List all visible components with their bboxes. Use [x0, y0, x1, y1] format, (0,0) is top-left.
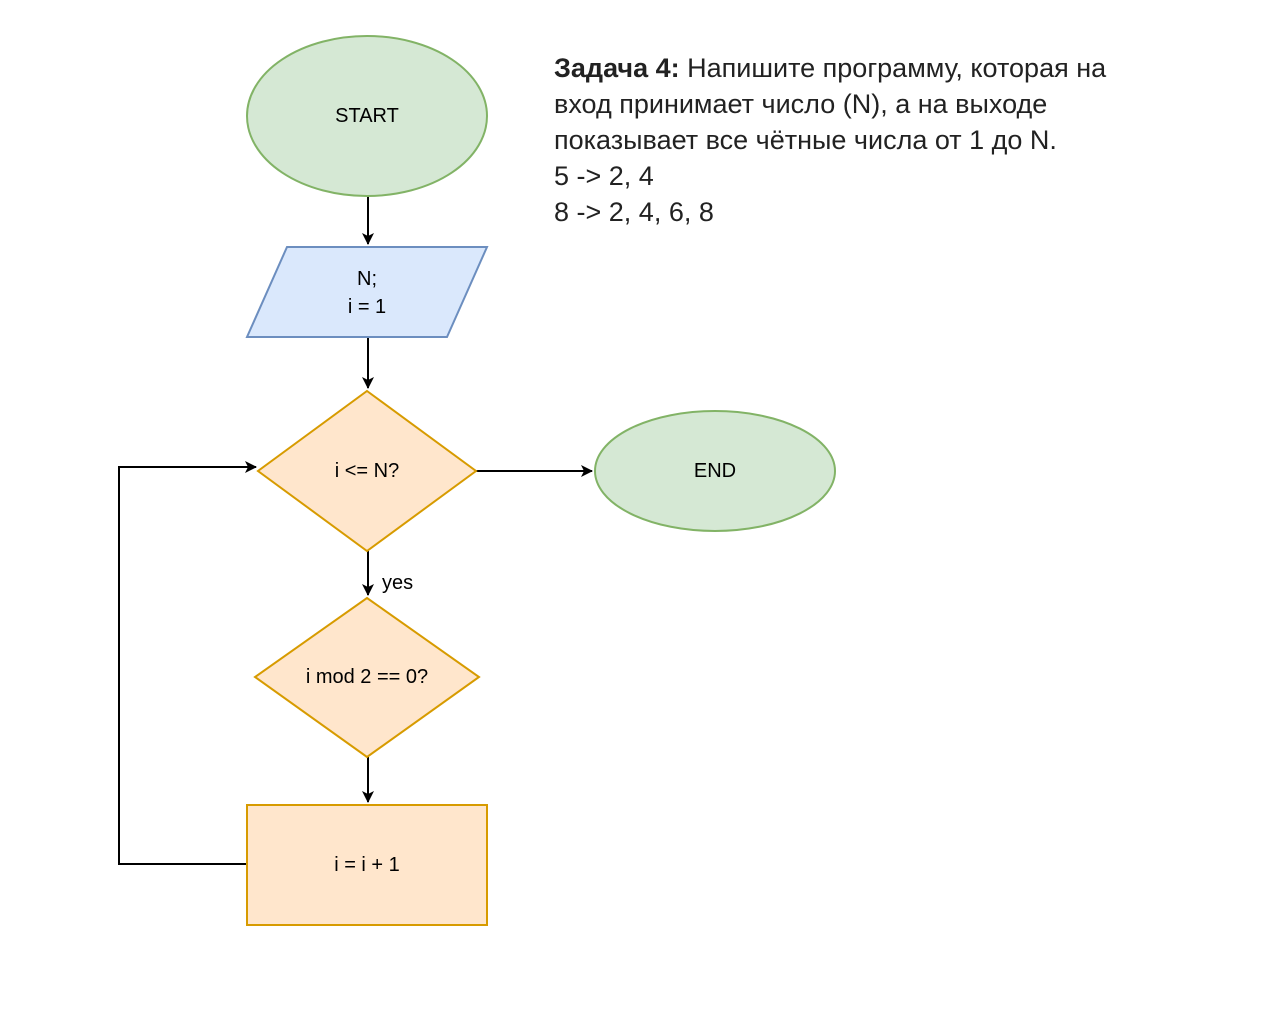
edge-loop-back: [118, 461, 257, 865]
end-node-label: END: [694, 460, 736, 482]
task-line: 8 -> 2, 4, 6, 8: [554, 197, 714, 227]
loop-condition-shape: [256, 389, 478, 553]
loop-condition-label: i <= N?: [335, 460, 399, 482]
even-check-label: i mod 2 == 0?: [306, 666, 428, 688]
increment-node-shape: [246, 804, 488, 926]
even-check-shape: [253, 596, 481, 759]
task-title: Задача 4:: [554, 53, 680, 83]
input-node-shape: [245, 246, 489, 338]
task-description: Задача 4: Напишите программу, которая на…: [554, 50, 1244, 230]
task-text-first: Напишите программу, которая на: [679, 53, 1107, 83]
input-node-label-line2: i = 1: [348, 296, 386, 318]
increment-node-label: i = i + 1: [334, 854, 400, 876]
start-node-label: START: [335, 105, 399, 127]
task-line: вход принимает число (N), а на выходе: [554, 89, 1048, 119]
input-node-label-line1: N;: [357, 268, 377, 290]
task-line: 5 -> 2, 4: [554, 161, 654, 191]
end-node-shape: [594, 410, 836, 532]
task-line: показывает все чётные числа от 1 до N.: [554, 125, 1057, 155]
start-node-shape: [246, 35, 488, 197]
edge-label-yes: yes: [382, 572, 413, 594]
task-first-line: Задача 4: Напишите программу, которая на: [554, 50, 1244, 86]
